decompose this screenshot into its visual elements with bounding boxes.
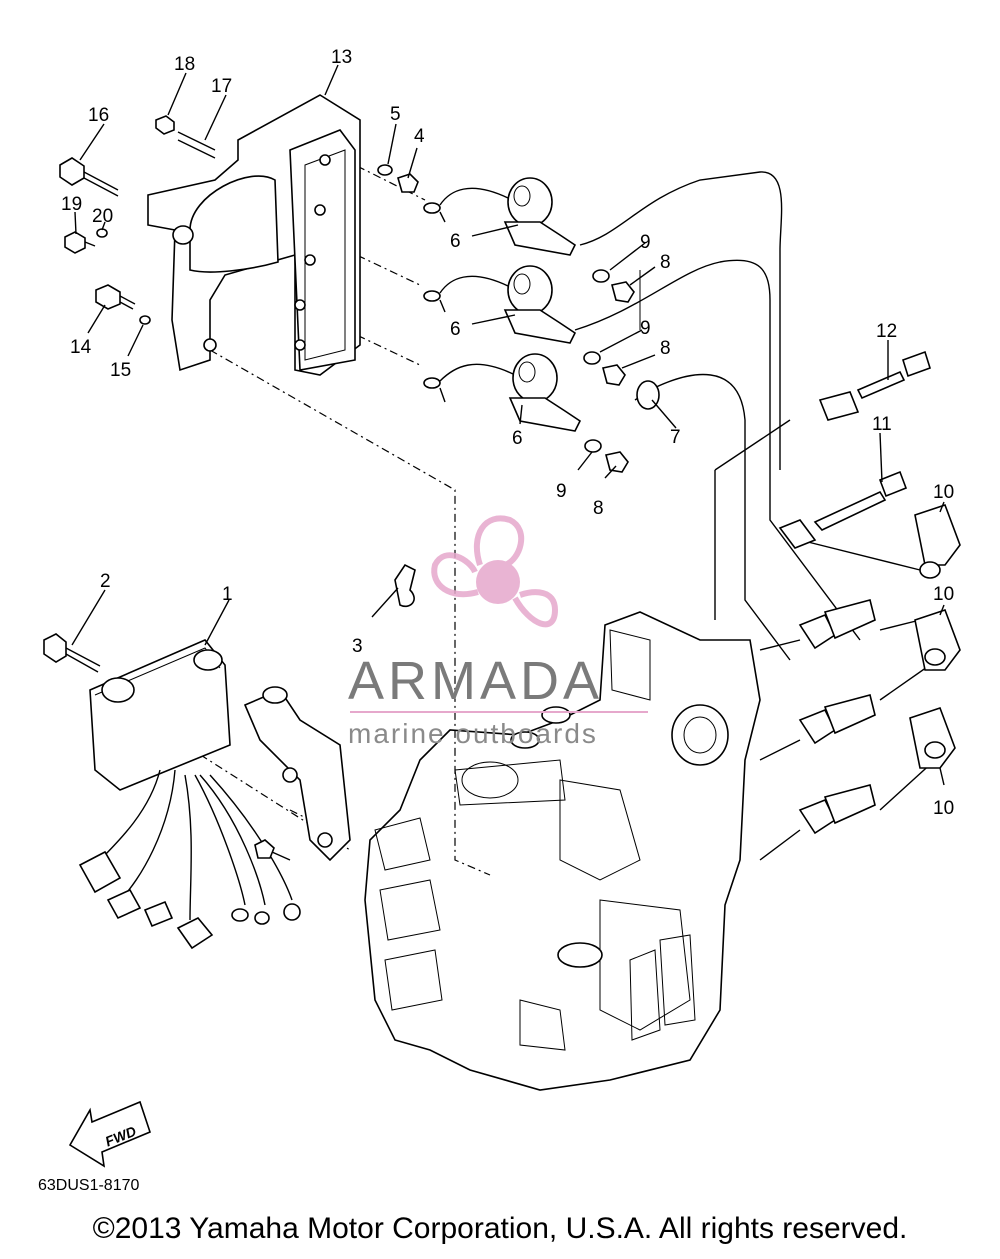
callout-6: 6 [450, 231, 461, 252]
high-tension-lead [778, 350, 931, 549]
copyright-notice: ©2013 Yamaha Motor Corporation, U.S.A. A… [92, 1212, 908, 1245]
bolt [59, 157, 119, 197]
spark-plug [798, 599, 876, 835]
callout-9: 9 [556, 481, 567, 502]
ignition-coil-bracket [147, 94, 361, 376]
watermark-subtitle: marine outboards [348, 718, 598, 749]
callout-10: 10 [933, 482, 954, 503]
callout-14: 14 [70, 337, 92, 358]
callout-2: 2 [100, 571, 111, 592]
callout-12: 12 [876, 321, 897, 342]
callouts: 1 2 3 4 5 6 6 6 7 8 8 8 9 9 9 10 10 10 1… [61, 47, 954, 819]
nut [155, 115, 175, 135]
washer [139, 315, 151, 325]
callout-1: 1 [222, 584, 233, 605]
mounting-bracket [243, 686, 351, 862]
callout-19: 19 [61, 194, 82, 215]
callout-6: 6 [512, 428, 523, 449]
bolt [254, 839, 291, 861]
callout-9: 9 [640, 232, 651, 253]
leader-lines [71, 64, 945, 786]
bolt [43, 633, 101, 673]
callout-11: 11 [872, 414, 892, 435]
bolt [64, 231, 96, 254]
ignition-coil [423, 265, 577, 344]
stud-bolt [177, 131, 216, 159]
callout-7: 7 [670, 427, 681, 448]
washer [377, 164, 393, 176]
bolt [95, 284, 136, 310]
routing-lines [184, 149, 936, 876]
callout-16: 16 [88, 105, 109, 126]
callout-4: 4 [414, 126, 425, 147]
callout-10: 10 [933, 584, 954, 605]
diagram-code: 63DUS1-8170 [38, 1177, 140, 1194]
callout-13: 13 [331, 47, 352, 68]
callout-10: 10 [933, 798, 954, 819]
ignition-coil [423, 353, 582, 432]
callout-6: 6 [450, 319, 461, 340]
washer [583, 269, 610, 453]
watermark-brand: ARMADA [348, 651, 604, 711]
callout-15: 15 [110, 360, 131, 381]
callout-18: 18 [174, 54, 195, 75]
cdi-unit [78, 639, 301, 950]
callout-8: 8 [660, 338, 671, 359]
washer [96, 228, 108, 238]
ignition-coil [423, 177, 577, 256]
callout-5: 5 [390, 104, 401, 125]
bolt [397, 173, 419, 193]
fwd-arrow: FWD [68, 1100, 151, 1168]
callout-8: 8 [660, 252, 671, 273]
propeller-logo [431, 515, 559, 628]
spark-plug-cap [909, 503, 961, 769]
callout-9: 9 [640, 318, 651, 339]
callout-17: 17 [211, 76, 232, 97]
clamp [394, 563, 416, 608]
bolt [602, 281, 635, 473]
engine-block [364, 611, 761, 1091]
callout-3: 3 [352, 636, 363, 657]
callout-20: 20 [92, 206, 113, 227]
callout-8: 8 [593, 498, 604, 519]
